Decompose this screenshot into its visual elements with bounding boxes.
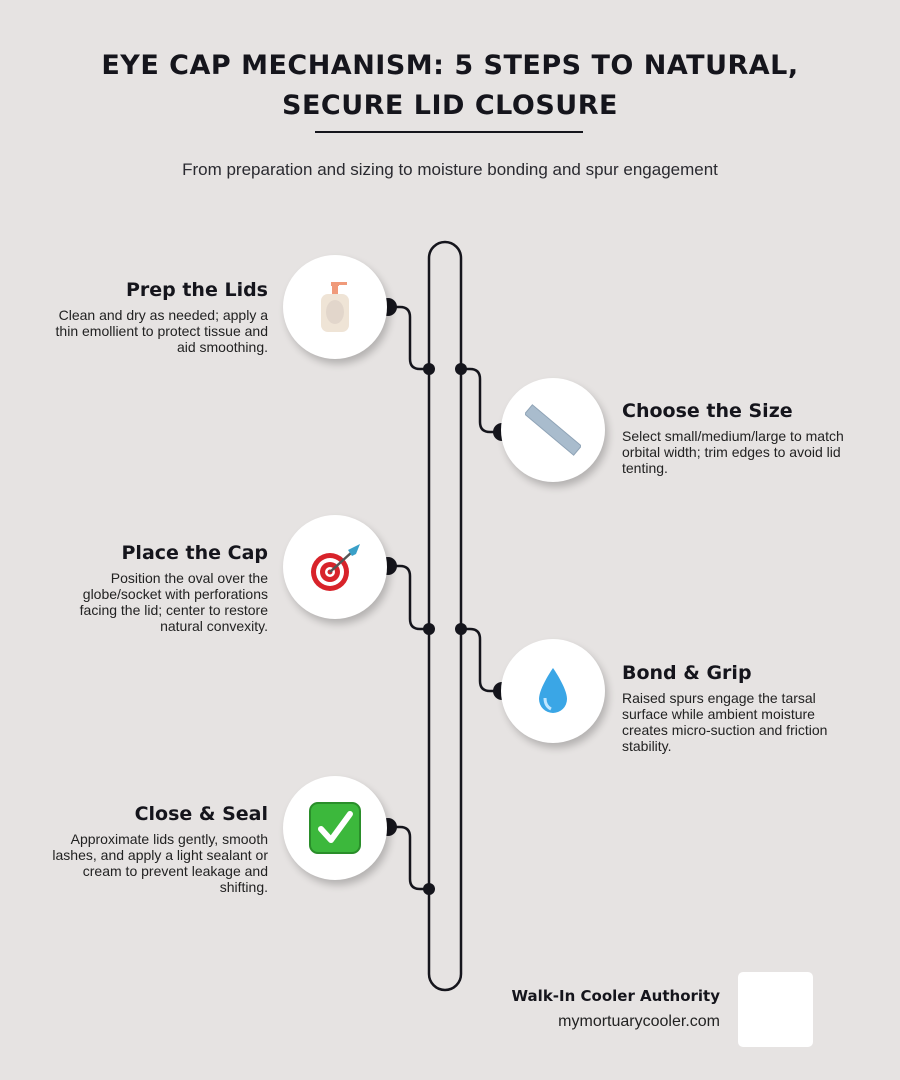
step-title: Choose the Size xyxy=(622,400,793,422)
track-node xyxy=(423,363,435,375)
step-description: Raised spurs engage the tarsal surface w… xyxy=(622,690,828,754)
step-description: Position the oval over the globe/socket … xyxy=(79,570,268,634)
connector-2 xyxy=(461,367,502,434)
connector-1 xyxy=(388,305,429,371)
page-title: EYE CAP MECHANISM: 5 STEPS TO NATURAL, S… xyxy=(0,46,900,126)
check-mark-icon xyxy=(283,776,387,880)
track-loop xyxy=(427,240,463,992)
footer-brand: Walk-In Cooler Authority mymortuarycoole… xyxy=(512,987,720,1031)
step-title: Bond & Grip xyxy=(622,662,752,684)
title-divider xyxy=(315,131,583,133)
track-node xyxy=(455,623,467,635)
step-bond-and-grip: Bond & Grip Raised spurs engage the tars… xyxy=(622,662,857,754)
ruler-icon xyxy=(501,378,605,482)
brand-logo xyxy=(738,972,813,1047)
connector-4 xyxy=(461,627,502,693)
connector-5 xyxy=(388,825,429,891)
droplet-icon xyxy=(501,639,605,743)
title-line-2: SECURE LID CLOSURE xyxy=(282,90,618,121)
target-dart-icon xyxy=(283,515,387,619)
title-line-1: EYE CAP MECHANISM: 5 STEPS TO NATURAL, xyxy=(101,50,799,81)
subtitle: From preparation and sizing to moisture … xyxy=(182,160,718,179)
step-place-the-cap: Place the Cap Position the oval over the… xyxy=(43,542,268,634)
brand-url[interactable]: mymortuarycooler.com xyxy=(558,1013,720,1030)
step-description: Approximate lids gently, smooth lashes, … xyxy=(52,831,268,895)
track-node xyxy=(423,883,435,895)
step-title: Place the Cap xyxy=(121,542,269,564)
step-choose-the-size: Choose the Size Select small/medium/larg… xyxy=(622,400,857,476)
step-title: Prep the Lids xyxy=(125,279,268,301)
track-node xyxy=(423,623,435,635)
step-description: Select small/medium/large to match orbit… xyxy=(622,428,844,476)
lotion-bottle-icon xyxy=(283,255,387,359)
step-close-and-seal: Close & Seal Approximate lids gently, sm… xyxy=(43,803,268,895)
step-prep-the-lids: Prep the Lids Clean and dry as needed; a… xyxy=(43,279,268,355)
connector-3 xyxy=(388,564,429,631)
track-node xyxy=(455,363,467,375)
step-description: Clean and dry as needed; apply a thin em… xyxy=(55,307,268,355)
brand-name: Walk-In Cooler Authority xyxy=(511,987,720,1005)
step-title: Close & Seal xyxy=(134,803,268,825)
